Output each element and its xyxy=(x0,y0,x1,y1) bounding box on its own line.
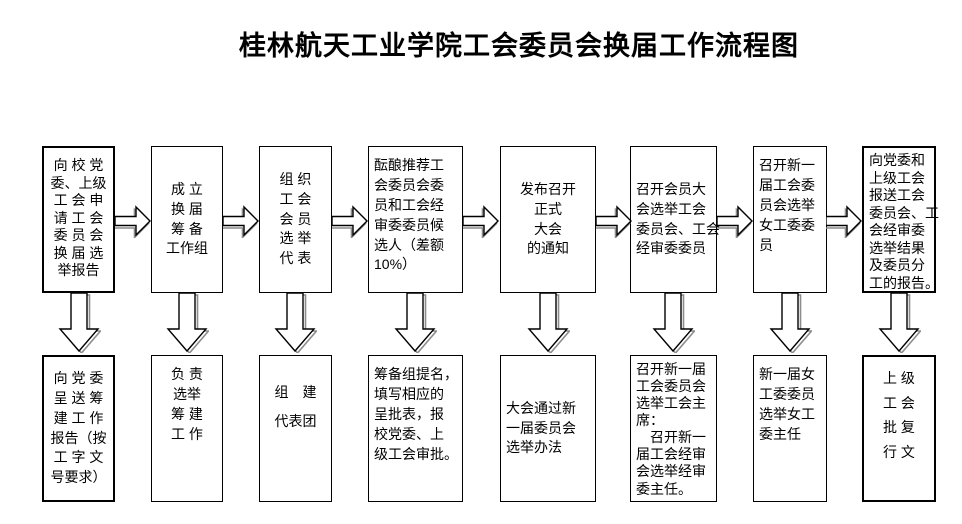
flow-note-superior-union-reply: 上 级 工 会 批 复 行 文 xyxy=(862,355,936,502)
flow-step-announce-meeting: 发布召开 正式 大会 的通知 xyxy=(500,146,596,293)
flow-step-text: 向 校 党 委、上级 工 会 申 请 工 会 委 员 会 换 届 选 举报告 xyxy=(50,157,107,278)
flow-note-elect-chairman-director: 召开新一届 工会委员会 选举工会主 席： 召开新一 届工会经审 会选举经审 委主… xyxy=(630,355,717,502)
flow-step-apply-report: 向 校 党 委、上级 工 会 申 请 工 会 委 员 会 换 届 选 举报告 xyxy=(42,146,115,293)
flow-note-text: 筹备组提名， 填写相应的 呈批表，报 校党委、上 级工会审批。 xyxy=(374,366,458,462)
flow-note-responsible-election-prep: 负 责 选举 筹 建 工 作 xyxy=(151,355,223,502)
flow-note-text: 负 责 选举 筹 建 工 作 xyxy=(171,366,203,442)
down-arrow-icon xyxy=(57,293,101,353)
flow-step-member-congress-election: 召开会员大 会选举工会 委员会、工会 经审委委员 xyxy=(630,146,720,293)
right-arrow-icon xyxy=(717,204,753,238)
flow-note-text: 组 建 代表团 xyxy=(274,384,317,430)
flow-step-text: 组 织 工 会 会 员 选 举 代 表 xyxy=(279,170,312,267)
flow-note-text: 新一届女 工委委员 选举女工 委主任 xyxy=(759,366,815,442)
page-title: 桂林航天工业学院工会委员会换届工作流程图 xyxy=(239,31,799,61)
right-arrow-icon xyxy=(332,204,368,238)
flow-note-text: 召开新一届 工会委员会 选举工会主 席： 召开新一 届工会经审 会选举经审 委主… xyxy=(636,361,706,497)
right-arrow-icon xyxy=(115,204,151,238)
down-arrow-icon xyxy=(165,293,209,353)
right-arrow-icon xyxy=(223,204,259,238)
down-arrow-icon xyxy=(877,293,921,353)
flow-step-organize-member-election: 组 织 工 会 会 员 选 举 代 表 xyxy=(259,146,332,293)
down-arrow-icon xyxy=(273,293,317,353)
flow-note-nomination-approval: 筹备组提名， 填写相应的 呈批表，报 校党委、上 级工会审批。 xyxy=(368,355,463,502)
flow-step-text: 召开新一 届工会委 员会选举 女工委委 员 xyxy=(759,157,815,253)
flow-step-setup-preparation-group: 成 立 换 届 筹 备 工作组 xyxy=(151,146,223,293)
flow-note-text: 大会通过新 一届委员会 选举办法 xyxy=(506,399,576,456)
flow-step-text: 发布召开 正式 大会 的通知 xyxy=(520,180,576,257)
flow-note-submit-preparation-report: 向 党 委 呈 送 筹 建 工 作 报告（按 工 字 文 号要求） xyxy=(42,355,115,502)
down-arrow-icon xyxy=(651,293,695,353)
down-arrow-icon xyxy=(393,293,437,353)
flow-note-form-delegations: 组 建 代表团 xyxy=(259,355,332,502)
flow-step-elect-women-committee: 召开新一 届工会委 员会选举 女工委委 员 xyxy=(753,146,827,293)
flow-step-text: 成 立 换 届 筹 备 工作组 xyxy=(166,180,208,257)
flow-note-text: 向 党 委 呈 送 筹 建 工 作 报告（按 工 字 文 号要求） xyxy=(50,369,107,486)
flow-step-text: 酝酿推荐工 会委员会委 员和工会经 审委委员候 选人（差额 10%） xyxy=(374,157,444,273)
flow-step-report-results: 向党委和 上级工会 报送工会 委员会、工 会经审委 选举结果 及委员分 工的报告… xyxy=(862,146,939,293)
flow-note-pass-election-method: 大会通过新 一届委员会 选举办法 xyxy=(500,355,596,502)
down-arrow-icon xyxy=(526,293,570,353)
flow-step-text: 召开会员大 会选举工会 委员会、工会 经审委委员 xyxy=(636,180,720,257)
flow-step-nominate-candidates: 酝酿推荐工 会委员会委 员和工会经 审委委员候 选人（差额 10%） xyxy=(368,146,463,293)
right-arrow-icon xyxy=(463,204,499,238)
down-arrow-icon xyxy=(768,293,812,353)
right-arrow-icon xyxy=(596,204,632,238)
flow-note-text: 上 级 工 会 批 复 行 文 xyxy=(883,370,915,460)
flow-note-women-committee-director: 新一届女 工委委员 选举女工 委主任 xyxy=(753,355,827,502)
flow-step-text: 向党委和 上级工会 报送工会 委员会、工 会经审委 选举结果 及委员分 工的报告… xyxy=(869,152,939,291)
right-arrow-icon xyxy=(826,204,862,238)
